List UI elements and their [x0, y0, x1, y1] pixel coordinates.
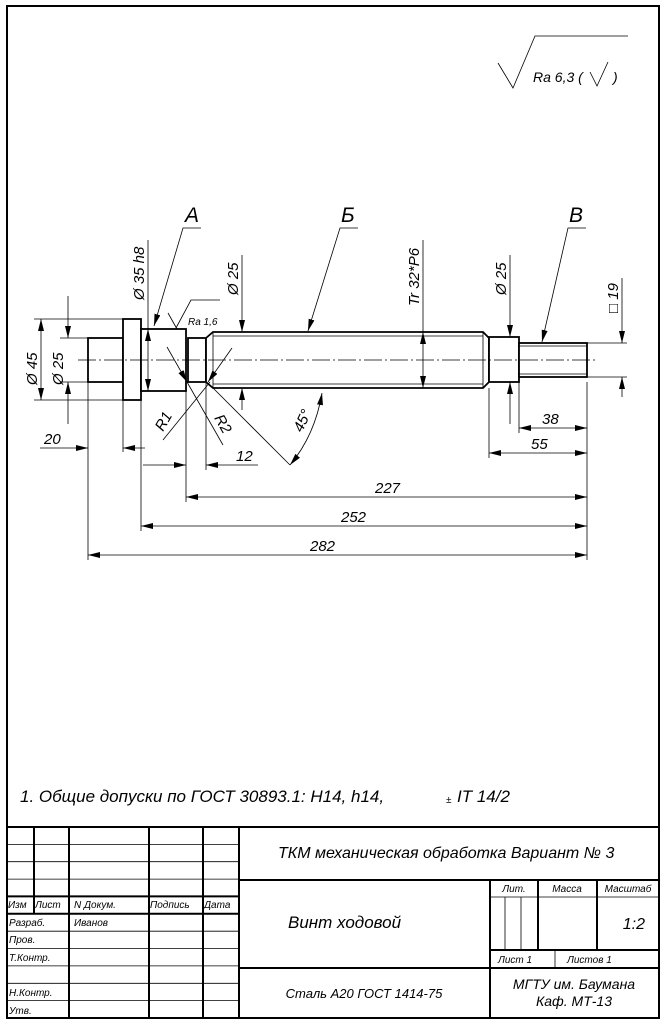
view-label-v: В — [541, 204, 586, 343]
svg-text:□ 19: □ 19 — [605, 282, 622, 313]
general-roughness-text: Ra 6,3 ( — [533, 69, 584, 85]
svg-text:Ø 45: Ø 45 — [24, 352, 41, 386]
view-label-a: А — [153, 204, 201, 327]
dim-square: □ 19 — [587, 278, 627, 397]
dim-d25-mid: Ø 25 — [225, 255, 245, 410]
title-block: Изм Лист N Докум. Подпись Дата Разраб. И… — [7, 826, 659, 1018]
project-title: ТКМ механическая обработка Вариант № 3 — [278, 845, 614, 862]
part-name: Винт ходовой — [288, 913, 402, 932]
scale-value: 1:2 — [623, 916, 645, 933]
dim-d35: Ø 35 h8 — [131, 240, 151, 391]
role-approved: Утв. — [8, 1006, 32, 1017]
dim-12: 12 — [236, 448, 253, 465]
role-checker: Пров. — [9, 935, 35, 946]
sheet-number: Лист 1 — [497, 955, 532, 966]
general-roughness-sign: Ra 6,3 ( ) — [497, 35, 628, 89]
svg-text:±: ± — [446, 795, 452, 806]
lit-label: Лит. — [501, 884, 525, 895]
svg-text:Ø 35 h8: Ø 35 h8 — [131, 246, 148, 301]
tolerance-note: 1. Общие допуски по ГОСТ 30893.1: H14, h… — [20, 787, 510, 806]
sheet-count: Листов 1 — [566, 955, 612, 966]
dim-thread: Tr 32*P6 — [406, 240, 426, 388]
general-roughness-close: ) — [611, 69, 618, 85]
developer-name: Иванов — [74, 918, 108, 929]
department: Каф. МТ-13 — [536, 993, 612, 1009]
header-signature: Подпись — [150, 900, 190, 911]
dim-282: 282 — [309, 538, 336, 555]
dim-d25-right: Ø 25 — [493, 255, 513, 424]
header-izm: Изм — [8, 900, 27, 911]
role-norm-control: Н.Контр. — [9, 988, 53, 999]
organization: МГТУ им. Баумана — [513, 976, 635, 992]
svg-text:R2: R2 — [211, 412, 236, 438]
svg-text:1. Общие допуски по ГОСТ 30893: 1. Общие допуски по ГОСТ 30893.1: H14, h… — [20, 787, 384, 806]
mass-label: Масса — [552, 884, 582, 895]
view-label-b: Б — [307, 204, 358, 332]
role-developer: Разраб. — [9, 917, 45, 929]
dim-55: 55 — [531, 436, 548, 453]
header-date: Дата — [203, 900, 231, 911]
svg-text:R1: R1 — [152, 409, 176, 434]
svg-text:Tr 32*P6: Tr 32*P6 — [406, 247, 423, 306]
svg-text:В: В — [569, 204, 583, 227]
local-roughness: Ra 1,6 — [167, 299, 220, 330]
shaft-part — [78, 318, 598, 401]
drawing-frame — [6, 5, 660, 1019]
svg-text:IT 14/2: IT 14/2 — [457, 787, 510, 806]
dim-38: 38 — [542, 411, 559, 428]
dim-227: 227 — [374, 480, 401, 497]
role-tech-control: Т.Контр. — [9, 953, 51, 964]
dim-252: 252 — [340, 509, 367, 526]
svg-text:Ra 1,6: Ra 1,6 — [188, 317, 218, 328]
material: Сталь А20 ГОСТ 1414-75 — [286, 986, 443, 1001]
right-journal — [488, 336, 520, 383]
svg-text:Ø 25: Ø 25 — [50, 352, 67, 386]
header-list: Лист — [34, 900, 61, 911]
svg-text:Б: Б — [341, 204, 355, 227]
svg-text:А: А — [183, 204, 199, 227]
svg-text:Ø 25: Ø 25 — [493, 262, 510, 296]
dim-d25-left: Ø 25 — [50, 296, 88, 424]
dim-d45: Ø 45 — [24, 318, 123, 401]
svg-text:Ø 25: Ø 25 — [225, 262, 242, 296]
dim-20: 20 — [43, 431, 61, 448]
header-doc: N Докум. — [74, 900, 116, 911]
scale-label: Масштаб — [605, 883, 652, 895]
collar — [122, 318, 142, 401]
linear-dims: 20 12 38 55 227 252 282 — [40, 382, 588, 560]
